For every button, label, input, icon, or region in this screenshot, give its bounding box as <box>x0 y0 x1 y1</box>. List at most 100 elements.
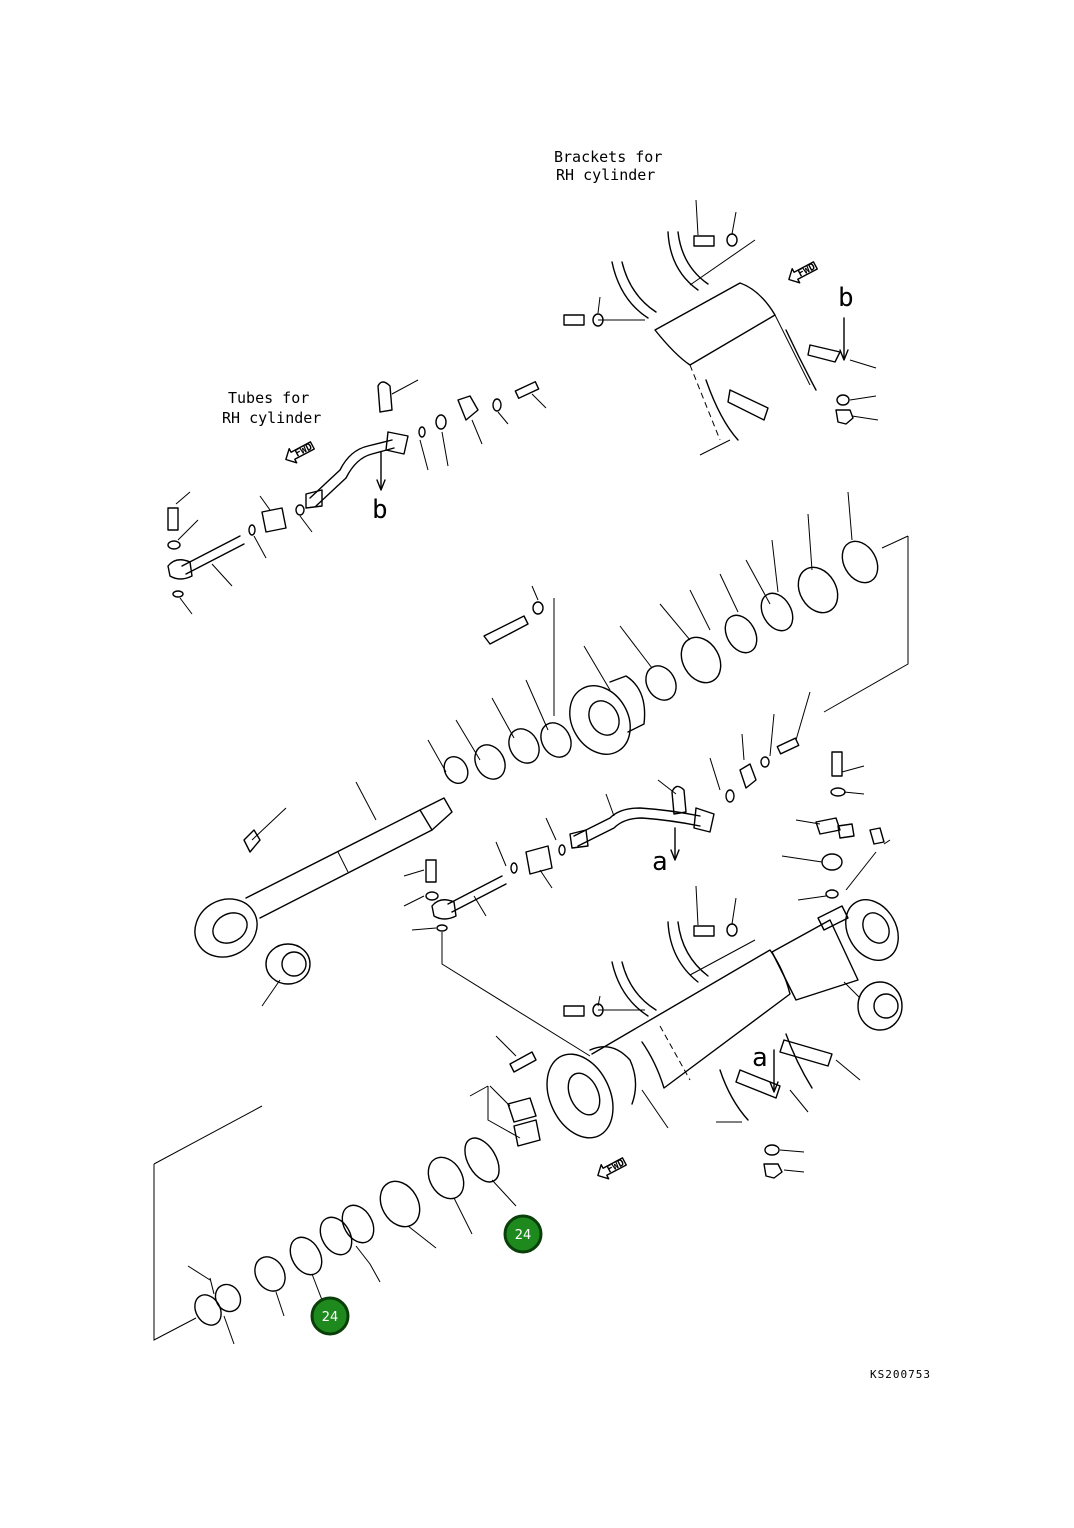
clamp-icon <box>507 1097 537 1123</box>
callout-badge[interactable]: 24 <box>310 1296 350 1336</box>
cylinder-tube-section-top <box>654 282 776 366</box>
cylinder-tube-group: FWD a <box>469 885 861 1180</box>
cylinder-bottom <box>771 919 859 1001</box>
fwd-arrow-icon: FWD <box>597 1157 627 1180</box>
nut-icon <box>763 1163 783 1179</box>
bottom-eye <box>845 899 899 961</box>
u-clamp-icon <box>377 381 393 413</box>
o-ring-icon <box>295 504 305 516</box>
bolt-icon <box>167 507 179 531</box>
u-clamp-icon <box>671 785 687 815</box>
elbow-fitting-icon <box>569 829 589 849</box>
band-lower-right <box>785 329 817 391</box>
band-lower <box>705 379 739 441</box>
o-ring-icon <box>172 590 184 598</box>
tubes-label-line1: Tubes for <box>228 389 309 407</box>
washer-icon <box>492 398 502 412</box>
brackets-label-line1: Brackets for <box>554 148 662 166</box>
band-left <box>611 961 649 1017</box>
wear-ring-icon <box>341 1204 375 1244</box>
bushing-icon <box>265 943 311 985</box>
dashed-leader <box>689 364 721 441</box>
ring-icon <box>214 1283 242 1313</box>
bolt-icon <box>693 925 715 937</box>
backup-ring-icon <box>724 614 758 654</box>
bolt-icon <box>425 859 437 883</box>
split-flange-icon <box>739 763 757 789</box>
hydraulic-tube <box>309 439 393 499</box>
ref-b-label: b <box>838 283 854 313</box>
split-flange-icon <box>457 395 479 421</box>
tube-straight <box>447 875 503 905</box>
piston-rod <box>245 809 433 919</box>
plate-icon <box>779 1039 833 1067</box>
washer-icon <box>425 891 439 901</box>
washer-icon <box>726 233 738 247</box>
piston-nut-icon <box>508 728 540 764</box>
grease-fitting-icon <box>243 829 261 853</box>
clamp-icon <box>815 817 841 835</box>
rod-thread <box>419 797 453 831</box>
o-ring-icon <box>464 1137 500 1183</box>
fwd-arrow-icon: FWD <box>285 441 315 464</box>
band-right <box>667 921 699 983</box>
tube-flange-icon <box>167 559 193 580</box>
callout-number: 24 <box>322 1310 339 1325</box>
washer-icon <box>167 540 181 550</box>
spacer-icon <box>443 755 469 785</box>
bolt-icon <box>509 1051 537 1073</box>
bolt-icon <box>514 381 540 399</box>
bushing-icon <box>857 981 903 1031</box>
brackets-label-line2: RH cylinder <box>556 166 655 184</box>
tube-flange-icon <box>431 899 457 920</box>
nut-icon <box>835 409 854 425</box>
bolt-icon <box>831 751 843 777</box>
drawing-code: KS200753 <box>870 1368 931 1381</box>
o-ring-icon <box>725 789 735 803</box>
flange-icon <box>693 807 715 833</box>
callout-number: 24 <box>515 1228 532 1243</box>
wear-ring-icon <box>319 1216 353 1256</box>
bolt-icon <box>693 235 715 247</box>
brackets-group: Brackets for RH cylinder <box>554 148 879 456</box>
band-left <box>611 261 649 319</box>
plate-icon <box>727 389 769 421</box>
seal-icon <box>645 665 677 701</box>
wear-ring-icon <box>797 566 839 614</box>
plug-icon <box>821 853 843 871</box>
tube-flange <box>546 1053 614 1139</box>
grease-fitting-icon <box>869 827 885 845</box>
fwd-arrow-icon: FWD <box>788 261 818 284</box>
o-ring-icon <box>418 426 426 438</box>
piston-rod-assembly <box>194 491 909 1007</box>
tubes-label-line2: RH cylinder <box>222 409 321 427</box>
bolt-icon <box>776 737 800 755</box>
o-ring-icon <box>760 592 794 632</box>
plate-icon <box>735 1069 781 1099</box>
cylinder-bottom-group <box>771 817 903 1031</box>
o-ring-icon <box>289 1236 323 1276</box>
piston-nut-icon <box>194 1294 222 1326</box>
nut-icon <box>474 744 506 780</box>
o-ring-icon <box>436 924 448 932</box>
tube-straight <box>181 535 241 567</box>
washer-icon <box>836 394 850 406</box>
bolt-icon <box>563 1005 585 1017</box>
washer-icon <box>764 1144 780 1156</box>
bolt-icon <box>483 615 529 645</box>
leader-line <box>774 314 811 386</box>
washer-icon <box>532 601 544 615</box>
elbow-fitting-icon <box>305 489 323 509</box>
adapter-fitting-icon <box>261 507 287 533</box>
ref-a-label: a <box>652 847 668 877</box>
ring-icon <box>540 722 572 758</box>
washer-icon <box>760 756 770 768</box>
piston-ring-icon <box>254 1256 286 1292</box>
flange-icon <box>385 431 409 455</box>
piston-seal-group <box>153 1105 517 1345</box>
lower-tubes-group: a <box>403 691 865 1057</box>
tubes-group: Tubes for RH cylinder FWD b <box>167 379 547 615</box>
band-right <box>667 231 699 291</box>
plate-icon <box>807 344 841 363</box>
callout-badge[interactable]: 24 <box>503 1214 543 1254</box>
